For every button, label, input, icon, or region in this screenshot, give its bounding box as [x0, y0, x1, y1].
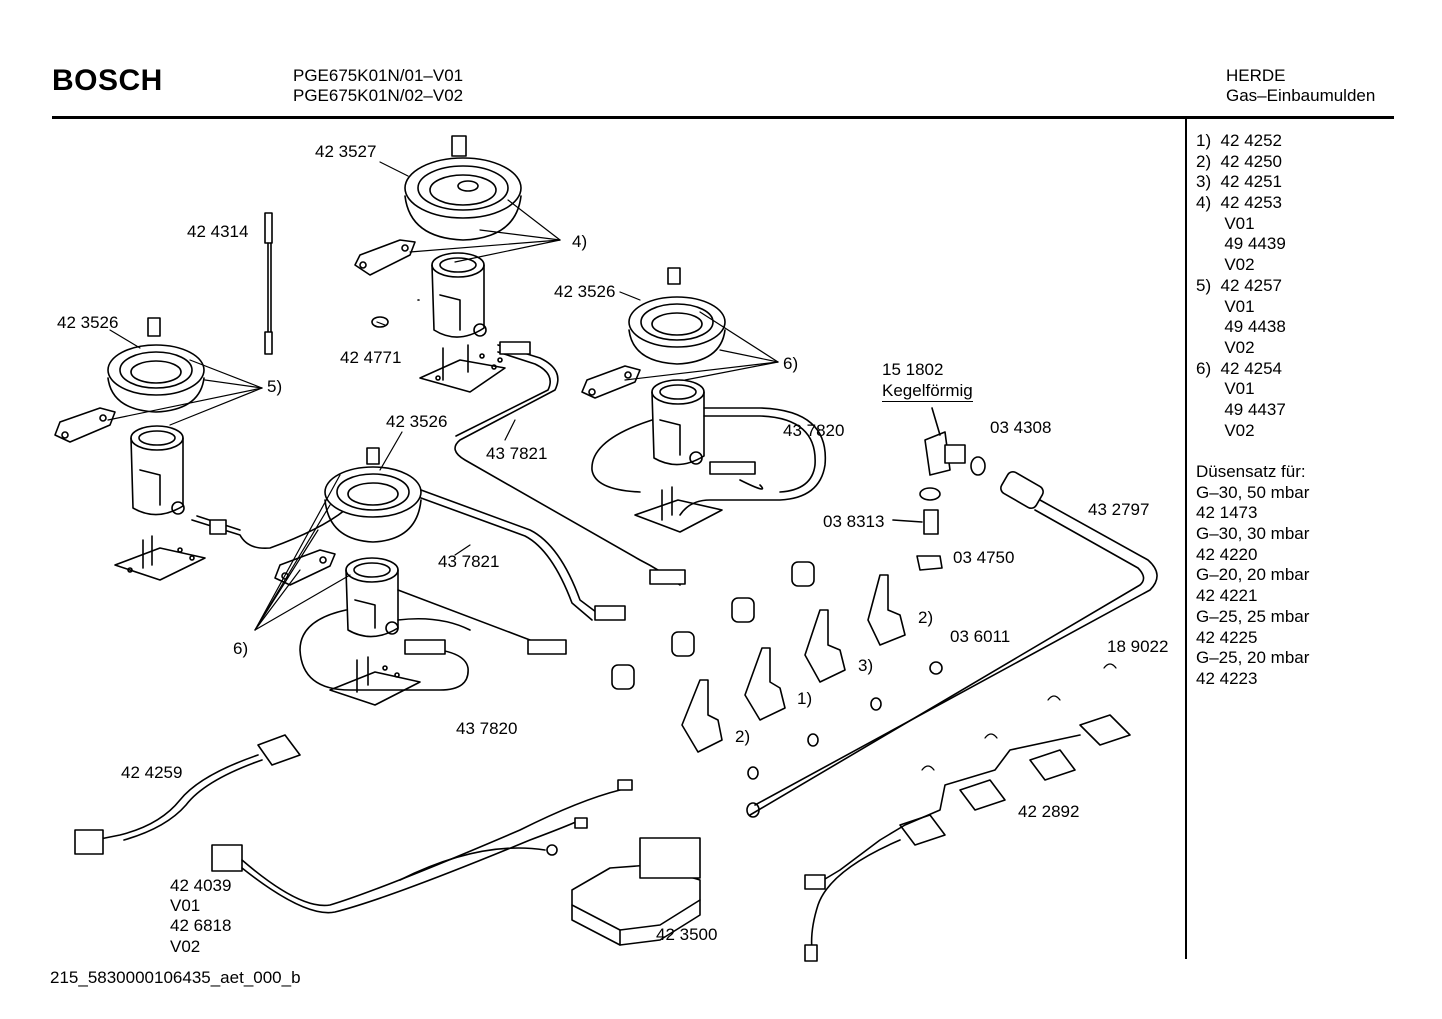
legend-line: V02 — [1196, 255, 1255, 275]
part-label: 42 3526 — [554, 282, 616, 301]
burner-center — [274, 447, 422, 638]
callout-label: 4) — [572, 232, 588, 251]
nozzle-line: G–30, 50 mbar — [1196, 482, 1310, 502]
brand-logo: BOSCH — [52, 64, 163, 97]
header-divider — [52, 116, 1394, 119]
legend-line: 3) 42 4251 — [1196, 172, 1283, 192]
model-line-1: PGE675K01N/01–V01 — [293, 66, 464, 85]
nozzle-caps — [611, 561, 815, 690]
burner-left — [54, 317, 205, 516]
legend-line: 49 4439 — [1196, 234, 1286, 254]
legend-line: V02 — [1196, 337, 1255, 357]
gas-taps — [681, 574, 906, 753]
part-label: 43 7821 — [486, 444, 548, 463]
part-label: 43 2797 — [1088, 500, 1150, 519]
nozzle-line: G–25, 25 mbar — [1196, 606, 1310, 626]
callout-label: 1) — [797, 689, 813, 708]
nozzle-line: G–20, 20 mbar — [1196, 565, 1310, 585]
nozzle-line: G–25, 20 mbar — [1196, 648, 1310, 668]
legend-line: 49 4438 — [1196, 317, 1286, 337]
main-gas-pipe — [746, 471, 1158, 818]
nozzle-line: 42 4221 — [1196, 586, 1258, 606]
part-label: 42 4771 — [340, 348, 402, 367]
variant-label: V02 — [170, 937, 201, 956]
callout-label: 2) — [918, 608, 934, 627]
part-label: 42 3527 — [315, 142, 377, 161]
callout-label: 3) — [858, 656, 874, 675]
part-label: 42 3526 — [57, 313, 119, 332]
part-label: 03 4308 — [990, 418, 1052, 437]
nozzle-line: 42 4225 — [1196, 627, 1258, 647]
nozzle-title: Düsensatz für: — [1196, 462, 1306, 481]
part-label: 42 4039 — [170, 876, 232, 895]
category-line-1: HERDE — [1226, 66, 1286, 85]
category-line-2: Gas–Einbaumulden — [1226, 86, 1376, 105]
nozzle-line: G–30, 30 mbar — [1196, 524, 1310, 544]
legend-line: 49 4437 — [1196, 399, 1286, 419]
legend-line: V01 — [1196, 296, 1255, 316]
part-label: 43 7821 — [438, 552, 500, 571]
part-label: 03 8313 — [823, 512, 885, 531]
part-label: 18 9022 — [1107, 637, 1169, 656]
nozzle-line: 42 1473 — [1196, 503, 1258, 523]
callout-label: 5) — [267, 377, 283, 396]
legend-line: 1) 42 4252 — [1196, 131, 1283, 150]
part-label: 42 3526 — [386, 412, 448, 431]
part-label: 42 4259 — [121, 763, 183, 782]
legend-line: 2) 42 4250 — [1196, 151, 1283, 171]
callout-label: 6) — [233, 639, 249, 658]
model-line-2: PGE675K01N/02–V02 — [293, 86, 464, 105]
legend-line: V01 — [1196, 379, 1255, 399]
part-label: 43 7820 — [456, 719, 518, 738]
part-label: 03 4750 — [953, 548, 1015, 567]
burner-right — [581, 267, 726, 466]
part-label: 43 7820 — [783, 421, 845, 440]
parts-legend: 1) 42 4252 2) 42 4250 3) 42 4251 4) 42 4… — [1196, 131, 1309, 690]
part-label: 42 2892 — [1018, 802, 1080, 821]
nozzle-line: 42 4223 — [1196, 668, 1258, 688]
ignition-module — [571, 837, 701, 946]
part-label: 42 6818 — [170, 916, 232, 935]
legend-line: 5) 42 4257 — [1196, 275, 1283, 295]
legend-line: 6) 42 4254 — [1196, 358, 1283, 378]
part-label: 15 1802 — [882, 360, 944, 379]
part-label-kegel: Kegelförmig — [882, 381, 973, 402]
legend-line: V02 — [1196, 420, 1255, 440]
sidebar-divider — [1185, 119, 1187, 959]
footer-document-id: 215_5830000106435_aet_000_b — [50, 968, 301, 987]
part-label: 03 6011 — [950, 627, 1011, 646]
callout-label: 6) — [783, 354, 799, 373]
ignition-cable — [211, 779, 633, 914]
part-label: 42 4314 — [187, 222, 249, 241]
burner-top — [354, 135, 522, 338]
kegel-elbow-fitting — [924, 407, 966, 476]
legend-line: 4) 42 4253 — [1196, 193, 1283, 213]
variant-label: V01 — [170, 896, 201, 915]
part-label: 42 3500 — [656, 925, 718, 944]
legend-line: V01 — [1196, 213, 1255, 233]
power-cord — [74, 734, 301, 855]
thermocouple-rod — [264, 212, 273, 355]
callout-label: 2) — [735, 727, 751, 746]
ignition-switch-harness — [804, 714, 1131, 962]
nozzle-line: 42 4220 — [1196, 544, 1258, 564]
